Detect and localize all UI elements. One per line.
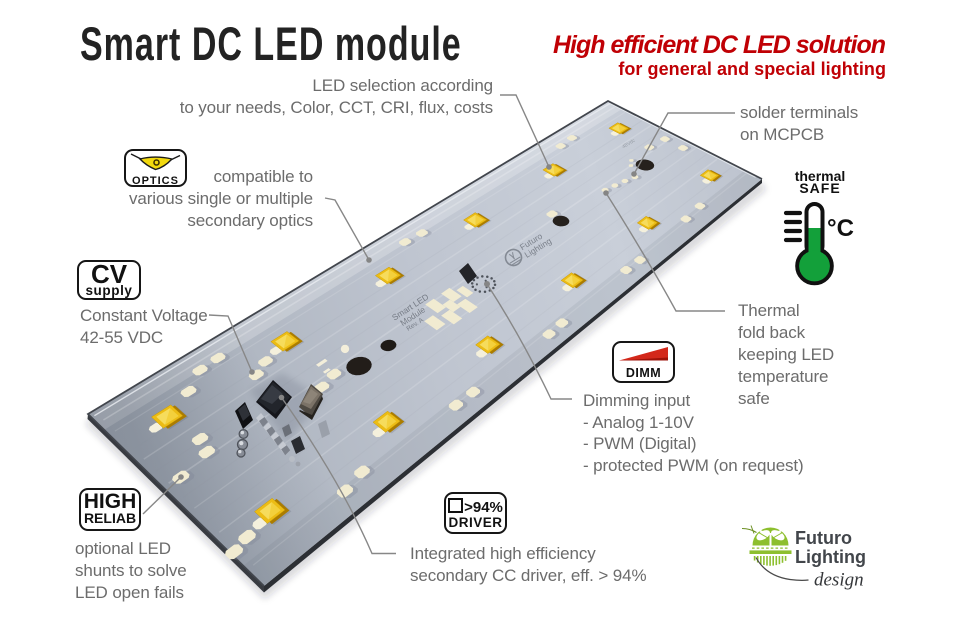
svg-text:Lighting: Lighting [795,547,866,567]
svg-text:Futuro: Futuro [795,528,852,548]
svg-text:design: design [814,570,864,591]
svg-text:°C: °C [827,215,854,242]
